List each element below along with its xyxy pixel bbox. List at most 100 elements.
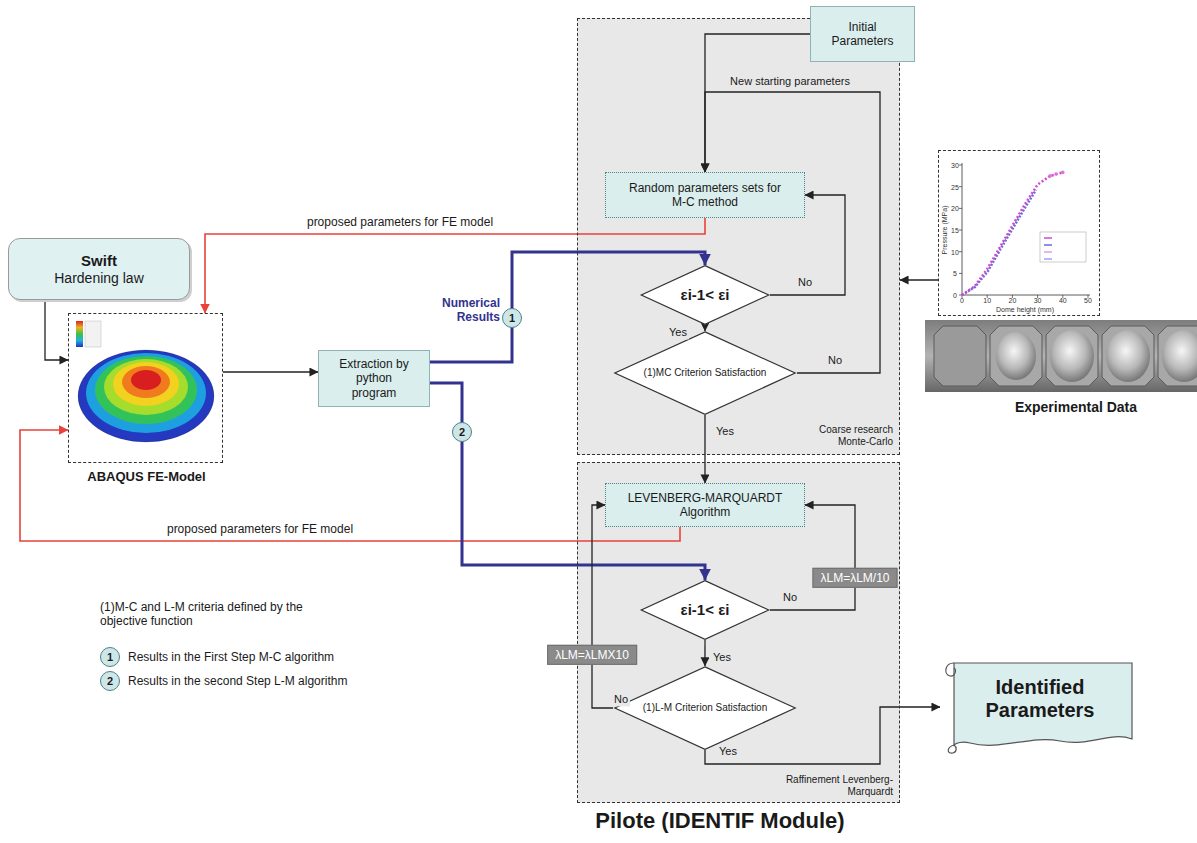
edge-label: proposed parameters for FE model — [304, 215, 496, 229]
decision-diamond: εi-1< εi — [640, 580, 770, 640]
data-frame: Experimental Data — [938, 150, 1100, 316]
mesh-contour — [86, 353, 206, 433]
decision-diamond: (1)L-M Criterion Satisfaction — [613, 666, 797, 750]
formed-dome — [990, 326, 1042, 386]
flow-arrow — [704, 640, 705, 666]
dome-cap — [1162, 330, 1197, 382]
node-text: (1)L-M Criterion Satisfaction — [643, 702, 767, 714]
callout-note: Results in the First Step M-C algorithm — [128, 650, 334, 664]
legend-sample — [1044, 244, 1052, 246]
tick-label: 20 — [951, 205, 959, 212]
pressure-chart — [939, 151, 1099, 315]
mesh-contour — [104, 359, 188, 415]
tick-label: 0 — [960, 297, 964, 304]
edge-label: Yes — [711, 651, 733, 664]
edge-label: λLM=λLMX10 — [547, 645, 637, 665]
decision-diamond: (1)MC Criterion Satisfaction — [613, 331, 797, 415]
legend-sample — [1044, 251, 1052, 253]
axis-title: Pressure (MPa) — [941, 205, 948, 254]
tick-label: 0 — [953, 292, 957, 299]
edge-label: No — [796, 276, 814, 289]
law-box: SwiftHardening law — [8, 238, 190, 300]
contour-scale — [76, 321, 83, 347]
specimen-photo — [925, 320, 1197, 392]
flow-arrow — [45, 300, 68, 360]
formed-dome — [1046, 326, 1098, 386]
edge-label: proposed parameters for FE model — [164, 522, 356, 536]
panel-fill — [577, 462, 900, 803]
tick-label: 15 — [951, 227, 959, 234]
node-heading: ABAQUS FE-Model — [54, 469, 239, 485]
tick-label: 10 — [983, 297, 991, 304]
data-point — [1048, 174, 1052, 178]
node-text: εi-1< εi — [681, 601, 730, 619]
branch-label: No — [826, 354, 844, 367]
axis-ticks — [959, 165, 1088, 298]
mesh-contour — [113, 362, 179, 406]
tick-label: 30 — [951, 162, 959, 169]
result-scroll: Identified Parameters — [940, 655, 1140, 755]
formed-dome — [1102, 326, 1154, 386]
axis-line — [962, 163, 963, 295]
node-text: Identified Parameters — [966, 676, 1114, 722]
node-text: Random parameters sets for M-C method — [622, 181, 788, 210]
node-heading: Experimental Data — [996, 399, 1156, 416]
process-box: Extraction by python program — [318, 350, 430, 407]
tick-label: 30 — [1034, 297, 1042, 304]
mesh-contour — [131, 370, 161, 390]
chart-ground — [939, 151, 1099, 315]
flow-arrow — [592, 505, 613, 708]
tick-label: 25 — [951, 183, 959, 190]
connectors — [20, 34, 940, 764]
legend-sample — [1044, 258, 1052, 260]
flow-arrow — [223, 371, 318, 372]
contour-scale-box — [85, 321, 101, 347]
panel-grounds — [577, 18, 900, 803]
scroll-curl — [946, 663, 956, 753]
dome-cap — [1050, 330, 1094, 382]
axis-line — [962, 295, 1090, 296]
dome-cap — [996, 332, 1036, 380]
node-heading: Coarse research Monte-Carlo — [805, 424, 893, 448]
dome-cap — [1106, 330, 1150, 382]
legend-sample — [1044, 237, 1052, 239]
data-point — [1061, 171, 1065, 175]
edge-label: Yes — [717, 745, 739, 758]
fe-model-frame: ABAQUS FE-Model — [68, 313, 223, 463]
edge-label: Yes — [667, 326, 689, 339]
callout-number: 2 — [452, 422, 472, 442]
node-text: LEVENBERG-MARQUARDT Algorithm — [622, 491, 788, 520]
edge-label: Yes — [714, 425, 736, 438]
fe-model-picture — [69, 314, 222, 462]
scroll-body — [954, 663, 1132, 745]
node-text: Swift — [81, 252, 117, 270]
callout-number: 1 — [100, 647, 120, 667]
node-text: Extraction by python program — [335, 357, 413, 400]
node-text: Hardening law — [54, 270, 144, 287]
flow-arrow — [705, 34, 810, 172]
branch-label: No — [612, 693, 630, 706]
decision-diamond: εi-1< εi — [640, 265, 770, 325]
node-text: Initial Parameters — [827, 20, 898, 49]
figure-caption: Pilote (IDENTIF Module) — [560, 808, 880, 834]
tick-label: 10 — [951, 248, 959, 255]
tick-label: 50 — [1084, 297, 1092, 304]
mesh-contour — [95, 356, 197, 424]
diamond-shape — [641, 266, 768, 325]
node-heading: Raffinement Levenberg-Marquardt — [781, 774, 893, 798]
branch-label: No — [781, 591, 799, 604]
callout-number: 2 — [100, 671, 120, 691]
photo-ground — [925, 320, 1197, 392]
mesh-outline — [78, 350, 214, 442]
flow-arrow — [900, 279, 938, 280]
result-note: Numerical Results — [428, 296, 500, 325]
footnote: (1)M-C and L-M criteria defined by the o… — [100, 600, 350, 629]
axis-title: Dome height (mm) — [996, 306, 1054, 313]
process-box: Random parameters sets for M-C method — [605, 172, 805, 218]
flow-arrow — [705, 92, 880, 373]
callout-number: 1 — [502, 308, 522, 328]
diamond-shape — [615, 667, 795, 749]
edge-label: λLM=λLM/10 — [812, 568, 897, 588]
panel-fill — [577, 18, 900, 455]
